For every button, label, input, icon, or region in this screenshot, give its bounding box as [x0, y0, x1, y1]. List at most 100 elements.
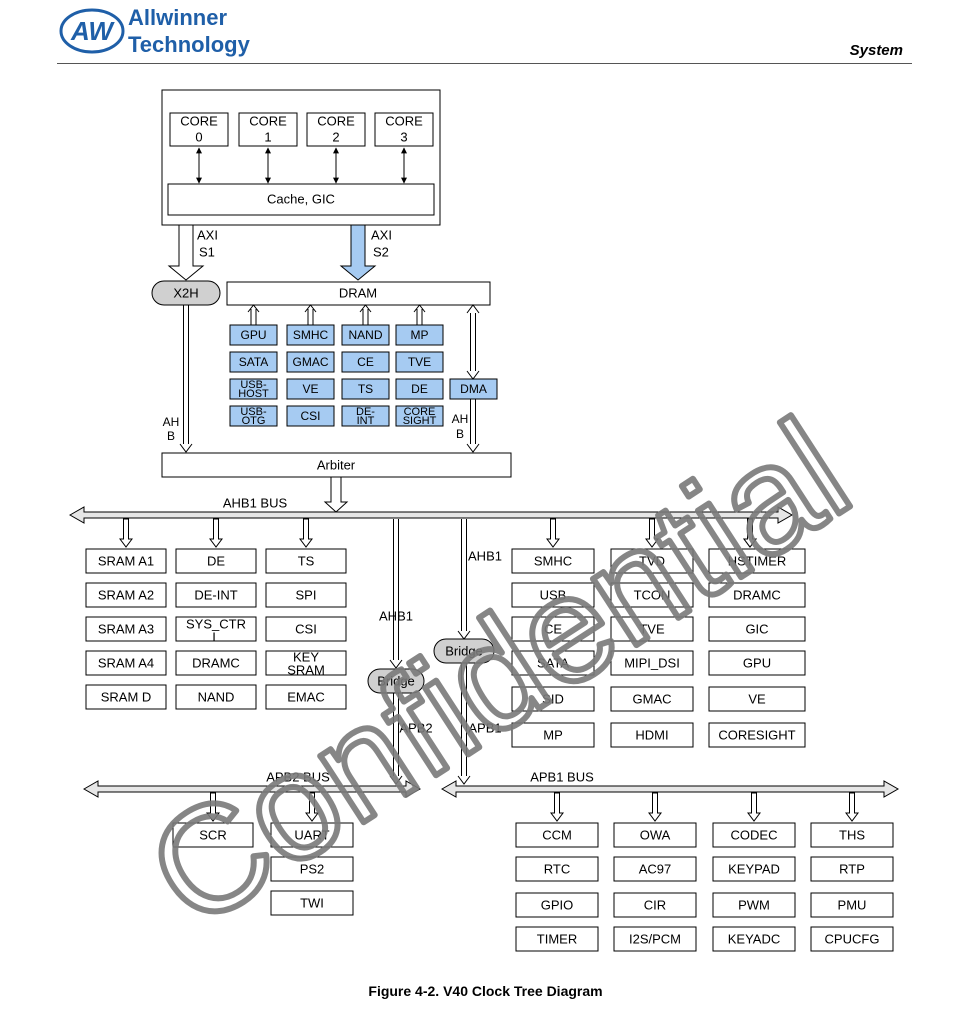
core-1-label: CORE [249, 114, 287, 129]
module-ac97 [613, 856, 697, 882]
module-smhc [511, 548, 595, 574]
master-nand-label: NAND [348, 328, 382, 342]
dma-label: DMA [460, 382, 487, 396]
master-col-3-arrow [413, 304, 426, 313]
master-gpu [229, 324, 278, 346]
core-0-box [169, 112, 229, 147]
module-owa [613, 822, 697, 848]
apb1-drop-3 [845, 792, 859, 822]
module-dramc-label: DRAMC [733, 588, 781, 603]
bridge-apb2-out-label: APB2 [399, 721, 432, 736]
apb2-drop-0 [206, 792, 220, 822]
module-ccm [515, 822, 599, 848]
master-nand [341, 324, 390, 346]
axi-s1-label-2: S1 [199, 245, 215, 260]
module-codec [712, 822, 796, 848]
module-mp-label: MP [543, 728, 563, 743]
arbiter-label: Arbiter [317, 458, 356, 473]
module-gmac [610, 686, 694, 712]
module-dramc [708, 582, 806, 608]
bridge-apb1-label: Bridge [445, 644, 483, 659]
module-key-sram [265, 650, 347, 676]
axi-s2-label: AXI [371, 228, 392, 243]
module-sram-d-label: SRAM D [101, 690, 152, 705]
x2h-node-label: X2H [173, 286, 198, 301]
ahb-right-label: AH [452, 412, 469, 426]
allwinner-logo-icon: AW [59, 8, 125, 54]
module-timer [515, 926, 599, 952]
core-1-box [238, 112, 298, 147]
ahb-left-label: AH [163, 415, 180, 429]
master-usb-host-label: USB- [240, 379, 267, 391]
master-core-sight [395, 405, 444, 427]
master-core-sight-label: CORE [404, 406, 436, 418]
master-de-label: DE [411, 382, 428, 396]
module-sram-a1 [85, 548, 167, 574]
dram-box [226, 281, 491, 306]
x2h-node [151, 280, 221, 306]
module-timer-label: TIMER [537, 932, 577, 947]
core-0-label: CORE [180, 114, 218, 129]
module-pwm-label: PWM [738, 898, 770, 913]
module-sata [511, 650, 595, 676]
module-csi-label: CSI [295, 622, 317, 637]
module-sram-a2 [85, 582, 167, 608]
master-mp [395, 324, 444, 346]
core-3-number: 3 [400, 130, 407, 145]
x2h-arbiter-link-head [179, 443, 193, 453]
module-uart [270, 822, 354, 848]
module-tve [610, 616, 694, 642]
dma-dram-link-head [466, 370, 480, 380]
ahb-right-label-2: B [456, 427, 464, 441]
bridge-apb2-in-label: AHB1 [379, 609, 413, 624]
master-smhc-label: SMHC [293, 328, 329, 342]
module-nand [175, 684, 257, 710]
module-dramc-label: DRAMC [192, 656, 240, 671]
module-ths-label: THS [839, 828, 865, 843]
module-ps2 [270, 856, 354, 882]
module-spi [265, 582, 347, 608]
module-twi-label: TWI [300, 896, 324, 911]
module-keypad-label: KEYPAD [728, 862, 780, 877]
module-rtc [515, 856, 599, 882]
module-ts-label: TS [298, 554, 315, 569]
apb1-drop-2 [747, 792, 761, 822]
master-csi [286, 405, 335, 427]
module-sram-a2-label: SRAM A2 [98, 588, 154, 603]
module-ce [511, 616, 595, 642]
module-de-int [175, 582, 257, 608]
module-hdmi [610, 722, 694, 748]
module-owa-label: OWA [640, 828, 671, 843]
module-ac97-label: AC97 [639, 862, 672, 877]
module-de-int-label: DE-INT [194, 588, 237, 603]
module-ps2-label: PS2 [300, 862, 325, 877]
master-col-1-arrow [304, 304, 317, 313]
master-usb-otg-label: OTG [242, 415, 266, 427]
module-gic-label: GIC [745, 622, 768, 637]
master-gmac-label: GMAC [293, 355, 329, 369]
module-mipi-dsi [610, 650, 694, 676]
module-ts [265, 548, 347, 574]
ahb1-right-drop-1 [645, 518, 659, 548]
core-3-box [374, 112, 434, 147]
module-ccm-label: CCM [542, 828, 572, 843]
module-hstimer-label: HSTIMER [728, 554, 787, 569]
module-de-label: DE [207, 554, 225, 569]
module-emac-label: EMAC [287, 690, 325, 705]
module-hdmi-label: HDMI [635, 728, 668, 743]
master-csi-label: CSI [300, 409, 320, 423]
master-ce [341, 351, 390, 373]
ahb1-bus-label: AHB1 BUS [223, 496, 288, 511]
module-gpio [515, 892, 599, 918]
module-sys-ctrl-label: L [212, 630, 219, 645]
module-dramc [175, 650, 257, 676]
module-cir-label: CIR [644, 898, 666, 913]
module-rtc-label: RTC [544, 862, 570, 877]
master-core-sight-label: SIGHT [403, 415, 437, 427]
module-usb [511, 582, 595, 608]
module-ce-label: CE [544, 622, 562, 637]
axi-s2-arrow [339, 224, 377, 281]
module-ve-label: VE [748, 692, 766, 707]
apb1-drop-0 [550, 792, 564, 822]
module-keyadc-label: KEYADC [728, 932, 781, 947]
